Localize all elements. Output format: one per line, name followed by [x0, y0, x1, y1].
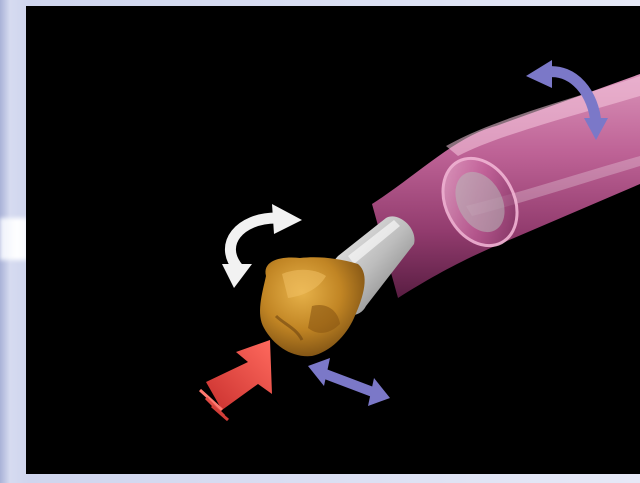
kidney-stone [260, 257, 365, 356]
illustration-scene [26, 6, 640, 474]
frame-highlight [0, 218, 28, 260]
ureteroscope-illustration [26, 6, 640, 474]
push-arrow-icon [200, 340, 272, 420]
double-arrow-icon [308, 358, 390, 406]
